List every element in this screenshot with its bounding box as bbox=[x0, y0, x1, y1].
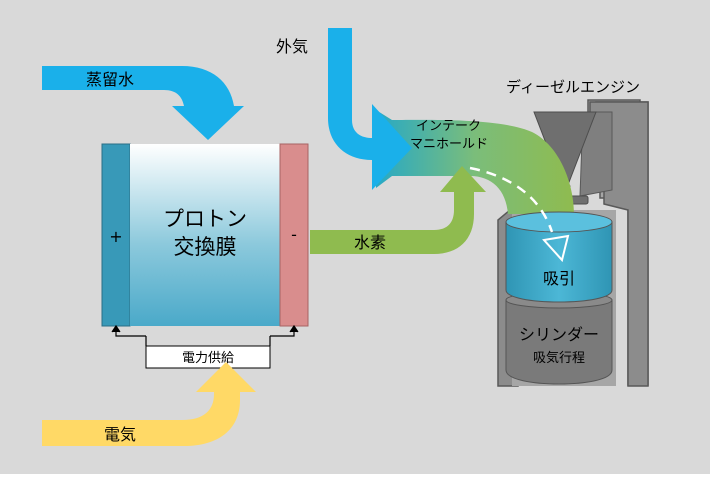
piston bbox=[505, 299, 613, 385]
outside-air-label: 外気 bbox=[276, 37, 308, 56]
cylinder-label: シリンダー bbox=[519, 325, 599, 344]
cylinder bbox=[505, 211, 613, 385]
power-supply-box bbox=[145, 345, 271, 369]
pem-cell bbox=[101, 143, 309, 327]
cathode-plate bbox=[279, 143, 309, 327]
hydrogen-label: 水素 bbox=[354, 233, 386, 252]
flow-arrowhead-icon bbox=[542, 234, 570, 263]
anode-plate bbox=[101, 143, 131, 327]
flow-path bbox=[469, 166, 554, 233]
intake-charge bbox=[505, 221, 613, 303]
membrane bbox=[130, 144, 280, 326]
minus-terminal-label: - bbox=[291, 225, 297, 244]
intake-label: 吸引 bbox=[543, 269, 575, 288]
outside-air-arrow bbox=[328, 28, 412, 190]
plus-terminal-label: + bbox=[109, 227, 122, 246]
distilled-water-label: 蒸留水 bbox=[86, 70, 134, 89]
hydrogen-arrow bbox=[310, 166, 486, 254]
power-wiring bbox=[111, 324, 299, 337]
diesel-engine-label: ディーゼルエンジン bbox=[506, 78, 640, 96]
intake-stroke-label: 吸気行程 bbox=[533, 350, 585, 366]
electricity-arrow bbox=[42, 362, 256, 446]
pem-label-1: プロトン bbox=[163, 207, 247, 231]
intake-manifold-label-2: マニホールド bbox=[410, 137, 488, 152]
intake-manifold-label-1: インテーク bbox=[416, 119, 481, 134]
pem-label-2: 交換膜 bbox=[174, 235, 237, 259]
intake-manifold bbox=[376, 110, 574, 214]
electricity-label: 電気 bbox=[104, 425, 136, 444]
power-supply-label: 電力供給 bbox=[182, 351, 234, 366]
distilled-water-arrow bbox=[42, 66, 244, 140]
